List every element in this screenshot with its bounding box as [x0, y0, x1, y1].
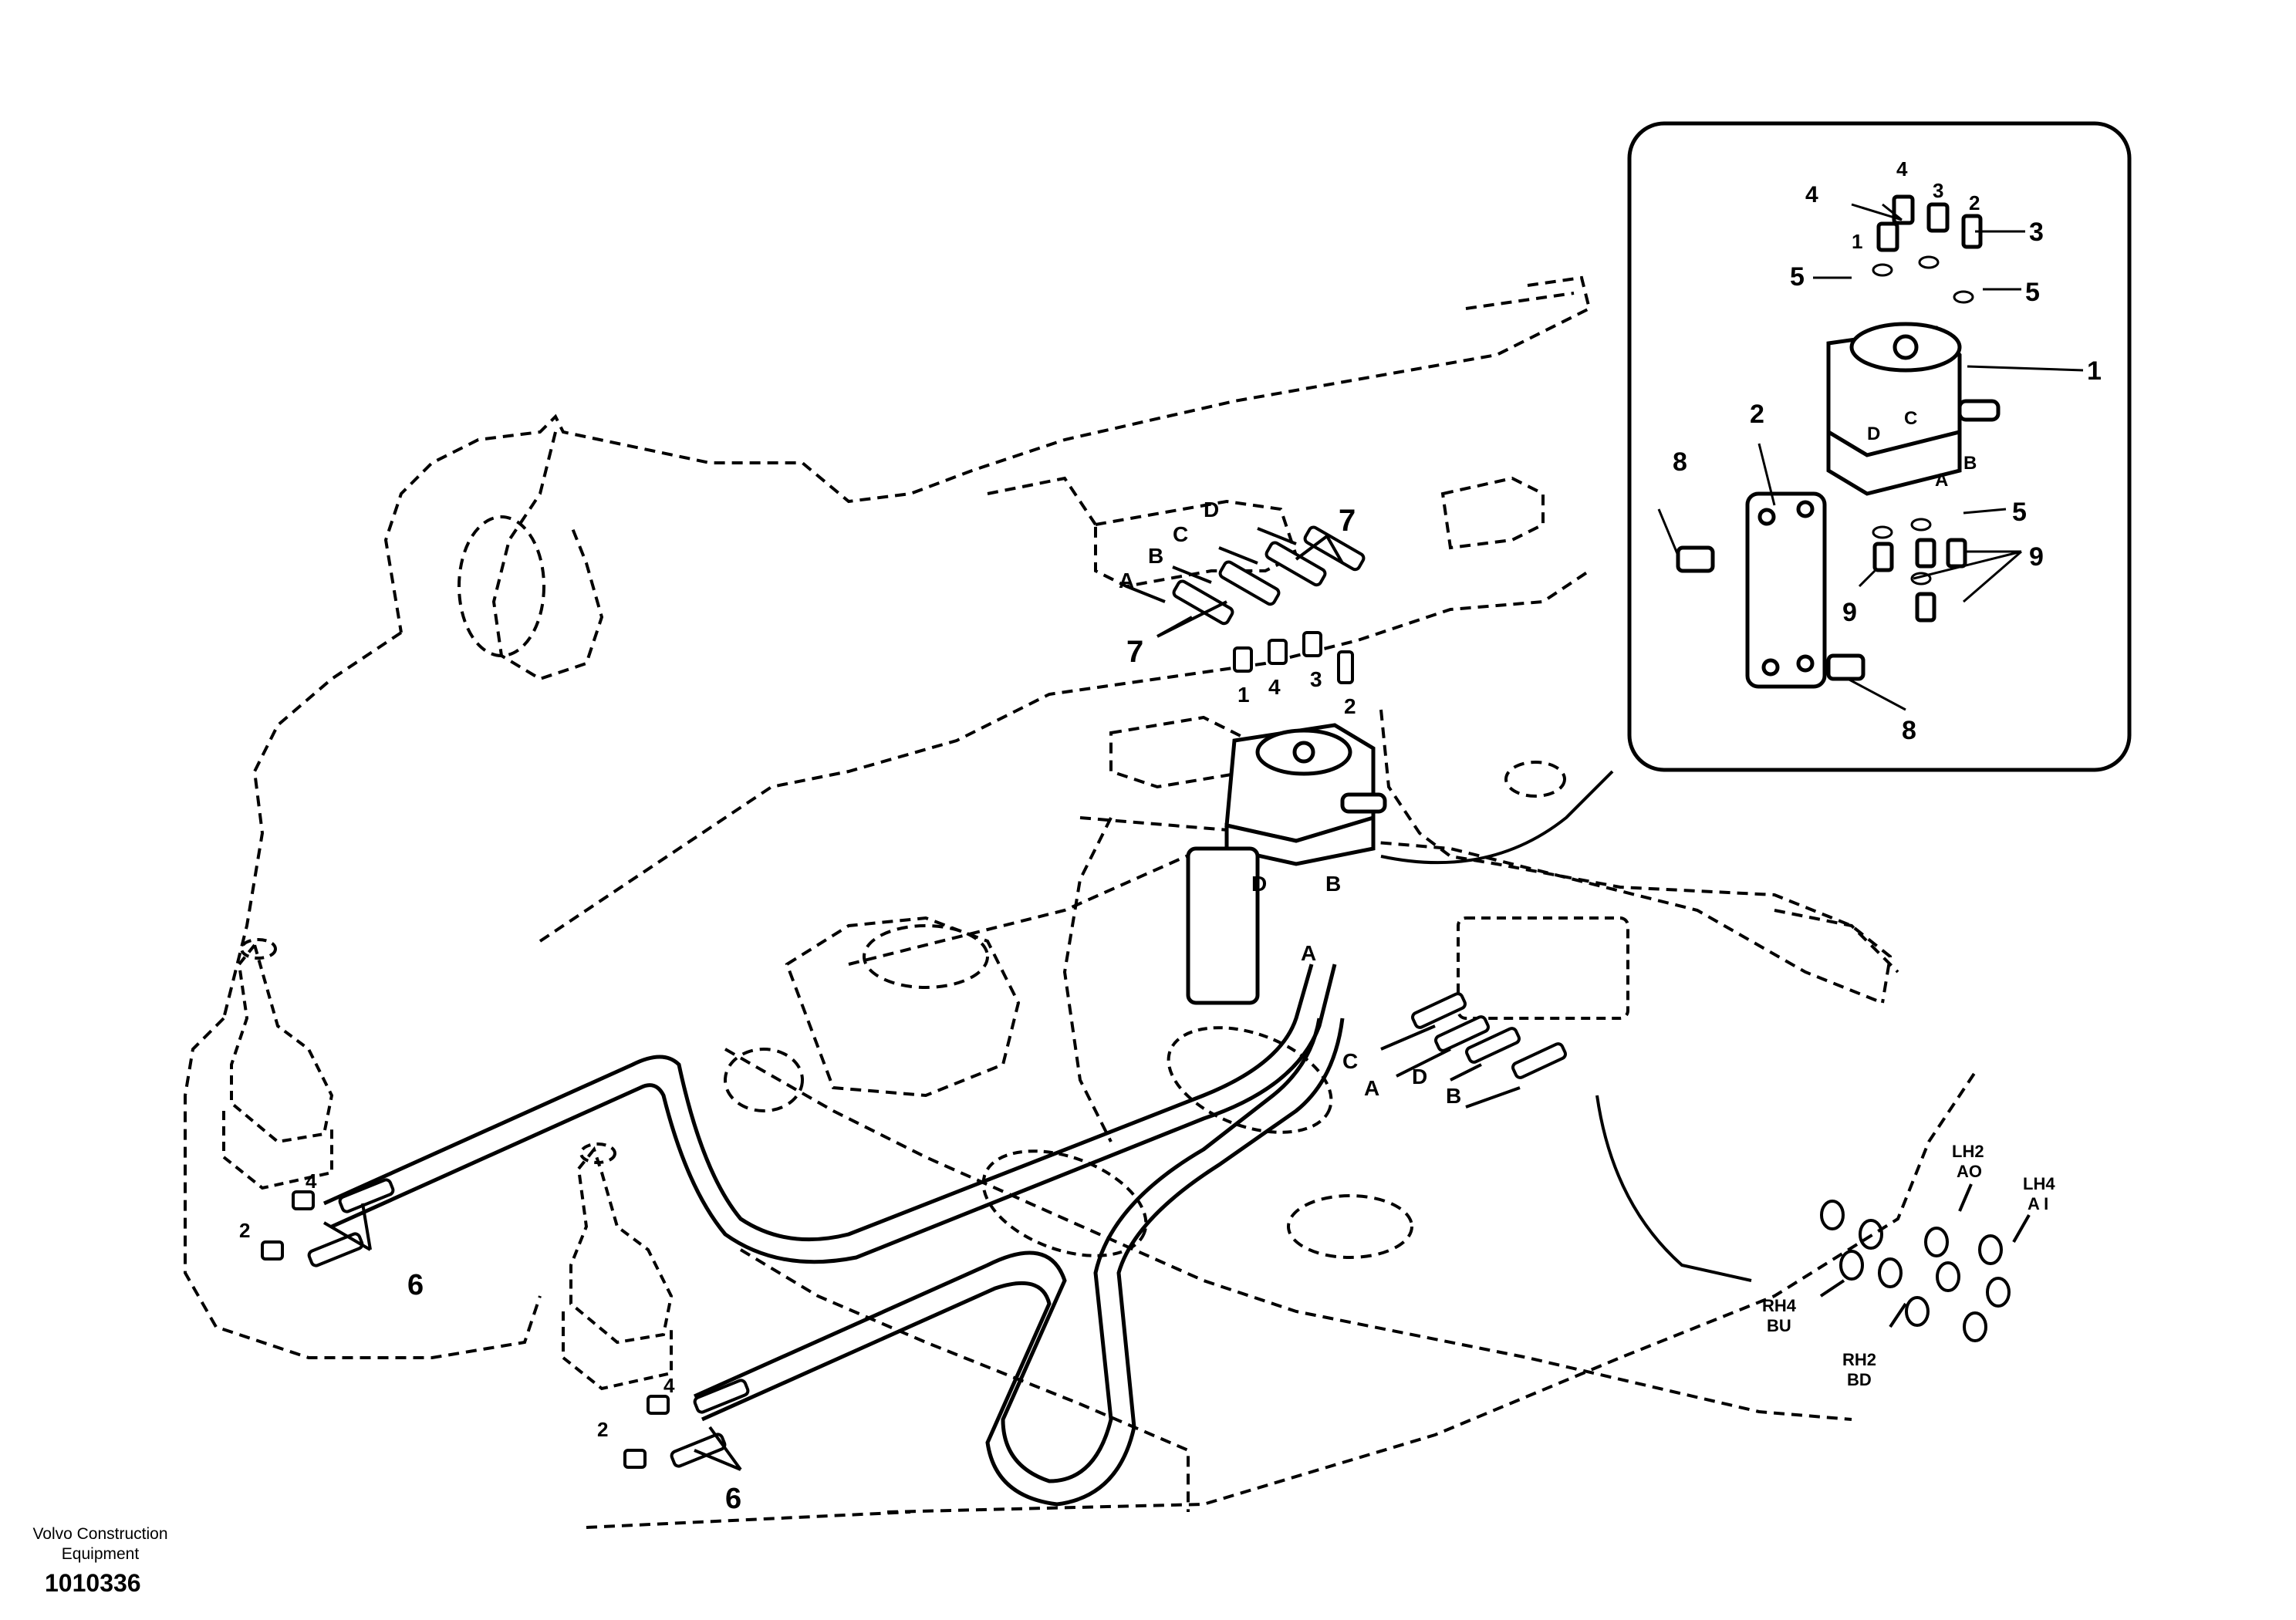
- label: AO: [1957, 1162, 1982, 1181]
- frame-outline: [184, 275, 1977, 1529]
- label: A: [1364, 1076, 1379, 1100]
- label: 8: [1902, 716, 1916, 745]
- label: 4: [1805, 182, 1818, 208]
- label: D: [1412, 1065, 1427, 1088]
- joystick-right: [562, 1142, 674, 1391]
- label: 3: [1310, 667, 1322, 691]
- joystick-fittings: [261, 1178, 750, 1469]
- remote-control-valve-icon: [1186, 723, 1387, 1005]
- label: 2: [239, 1219, 250, 1242]
- label: 4: [1896, 157, 1908, 181]
- label: BD: [1847, 1370, 1872, 1389]
- label: 7: [1339, 504, 1356, 538]
- label: B: [1148, 544, 1163, 568]
- label: 4: [306, 1169, 317, 1193]
- label: 1: [2087, 356, 2102, 386]
- detail-inset: [1627, 121, 2132, 772]
- label: 3: [1933, 179, 1943, 202]
- label: A: [1301, 941, 1316, 965]
- label: 1: [1852, 230, 1862, 253]
- label: 9: [1842, 598, 1857, 627]
- label: B: [1963, 453, 1977, 474]
- hose-clamps: [981, 1026, 1333, 1257]
- label: 7: [1126, 635, 1143, 669]
- brand-caption: Volvo Construction Equipment: [15, 1524, 185, 1564]
- hydraulic-hoses: [322, 964, 1345, 1507]
- label: B: [1325, 872, 1341, 896]
- valve-block-ports: [1411, 916, 1629, 1079]
- port-rings: [1819, 1183, 2031, 1342]
- joystick-left: [222, 938, 334, 1190]
- label: C: [1173, 522, 1188, 546]
- label: BU: [1767, 1316, 1791, 1335]
- label: RH4: [1762, 1296, 1797, 1315]
- label: D: [1204, 498, 1219, 521]
- brand-line-2: Equipment: [61, 1545, 140, 1563]
- label: C: [1342, 1049, 1358, 1073]
- label: 9: [2029, 542, 2044, 572]
- label: 2: [1750, 400, 1764, 429]
- label: D: [1251, 872, 1267, 896]
- label: 4: [663, 1374, 675, 1397]
- label: 5: [1790, 262, 1805, 292]
- label: A I: [2028, 1194, 2048, 1213]
- label: A: [1119, 569, 1134, 592]
- label: 2: [1344, 694, 1356, 718]
- label: 2: [1969, 191, 1980, 214]
- label: C: [1904, 408, 1917, 429]
- label: 6: [725, 1483, 741, 1515]
- label: B: [1446, 1084, 1461, 1108]
- label: A: [1935, 470, 1948, 491]
- label: 3: [2029, 218, 2044, 247]
- label: 8: [1673, 447, 1687, 477]
- label: LH4: [2023, 1174, 2055, 1193]
- brand-line-1: Volvo Construction: [32, 1525, 168, 1543]
- figure-number: 1010336: [45, 1569, 141, 1597]
- label: 2: [597, 1418, 608, 1441]
- label: 5: [2025, 278, 2040, 307]
- label: 5: [2012, 498, 2027, 527]
- upper-fittings: [1172, 525, 1366, 684]
- label: 1: [1237, 683, 1250, 707]
- callout-labels: 7 7 D C B A 1 4 3 2 D B A C A D B 4 2 6 …: [239, 157, 2102, 1515]
- callout-arrows: [322, 527, 1752, 1471]
- label: D: [1867, 424, 1880, 444]
- label: 6: [407, 1269, 424, 1301]
- label: LH2: [1952, 1142, 1984, 1161]
- label: RH2: [1842, 1350, 1876, 1369]
- label: 4: [1268, 675, 1281, 699]
